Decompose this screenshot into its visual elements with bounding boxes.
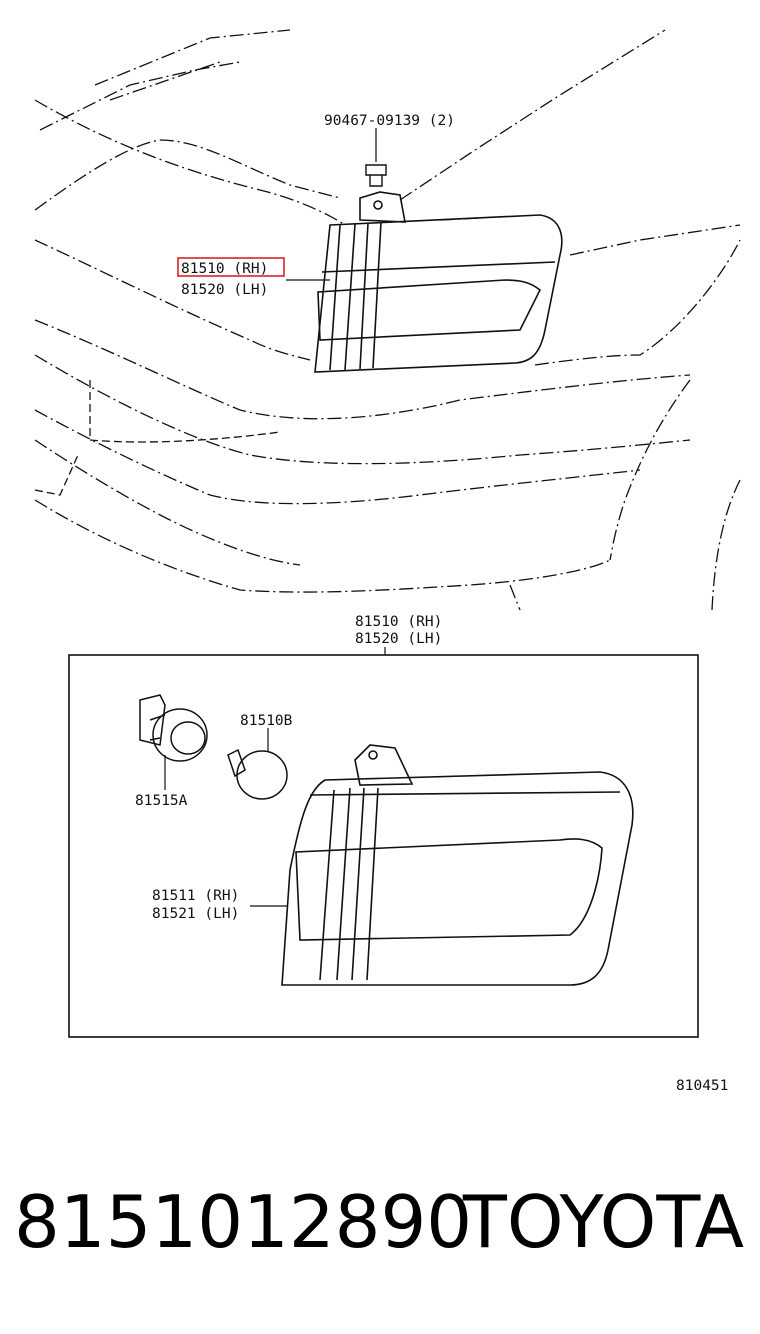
footer-caption: 8151012890 TOYOTA [0,1180,760,1290]
socket-callout: 81515A [135,793,188,809]
assembly-box [68,654,699,1038]
car-body-outline [34,29,741,611]
bolt-icon [365,164,387,187]
lamp-installed [314,191,563,373]
lens-rh-callout: 81511 (RH) [152,888,239,904]
lamp-rh-callout[interactable]: 81510 (RH) [181,261,268,277]
assembly-rh-callout: 81510 (RH) [355,614,442,630]
highlight-box [177,257,285,277]
parts-diagram: 90467-09139 (2) 81510 (RH) 81520 (LH) 81… [34,29,741,1094]
assembly-lh-callout: 81520 (LH) [355,631,442,647]
part-number: 8151012890 [14,1180,473,1264]
lamp-lh-callout: 81520 (LH) [181,282,268,298]
brand-name: TOYOTA [462,1180,744,1264]
socket-icon [139,694,208,762]
figure-number: 810451 [676,1078,728,1094]
lens-lh-callout: 81521 (LH) [152,906,239,922]
lamp-exploded [281,744,634,986]
bolt-callout: 90467-09139 (2) [324,113,455,129]
fog-light-recess [89,380,281,443]
lower-corner [34,454,79,496]
bulb-icon [227,748,288,800]
bulb-callout: 81510B [240,713,293,729]
